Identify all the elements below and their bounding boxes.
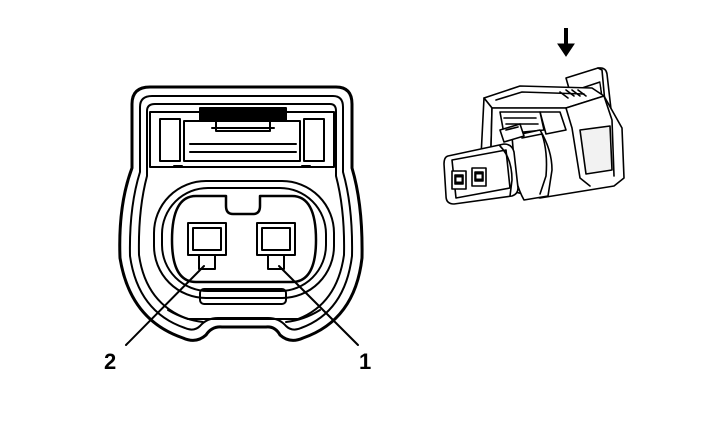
locking-latch xyxy=(149,107,335,168)
housing-outer-outline xyxy=(118,85,364,342)
leader-line-pin-2 xyxy=(125,265,205,346)
terminal-pin-1 xyxy=(256,222,296,270)
pin-1-label: 1 xyxy=(359,349,371,374)
cavity-bottom-notch xyxy=(199,288,287,305)
connector-front-view xyxy=(118,85,364,346)
pin-2-label: 2 xyxy=(104,349,116,374)
nose-cavity-right xyxy=(471,167,487,187)
housing-bottom-slot-left xyxy=(167,309,204,323)
inner-ring-inner xyxy=(161,187,327,292)
nose-cavity-left xyxy=(451,170,467,190)
terminal-pin-2 xyxy=(187,222,227,270)
housing-bottom-slot-right xyxy=(285,309,321,323)
leader-line-pin-1 xyxy=(278,265,359,346)
pin-cavity xyxy=(170,194,318,284)
connector-isometric-view xyxy=(443,67,625,205)
down-arrow-icon xyxy=(557,28,575,57)
inner-ring-outer xyxy=(153,180,335,299)
